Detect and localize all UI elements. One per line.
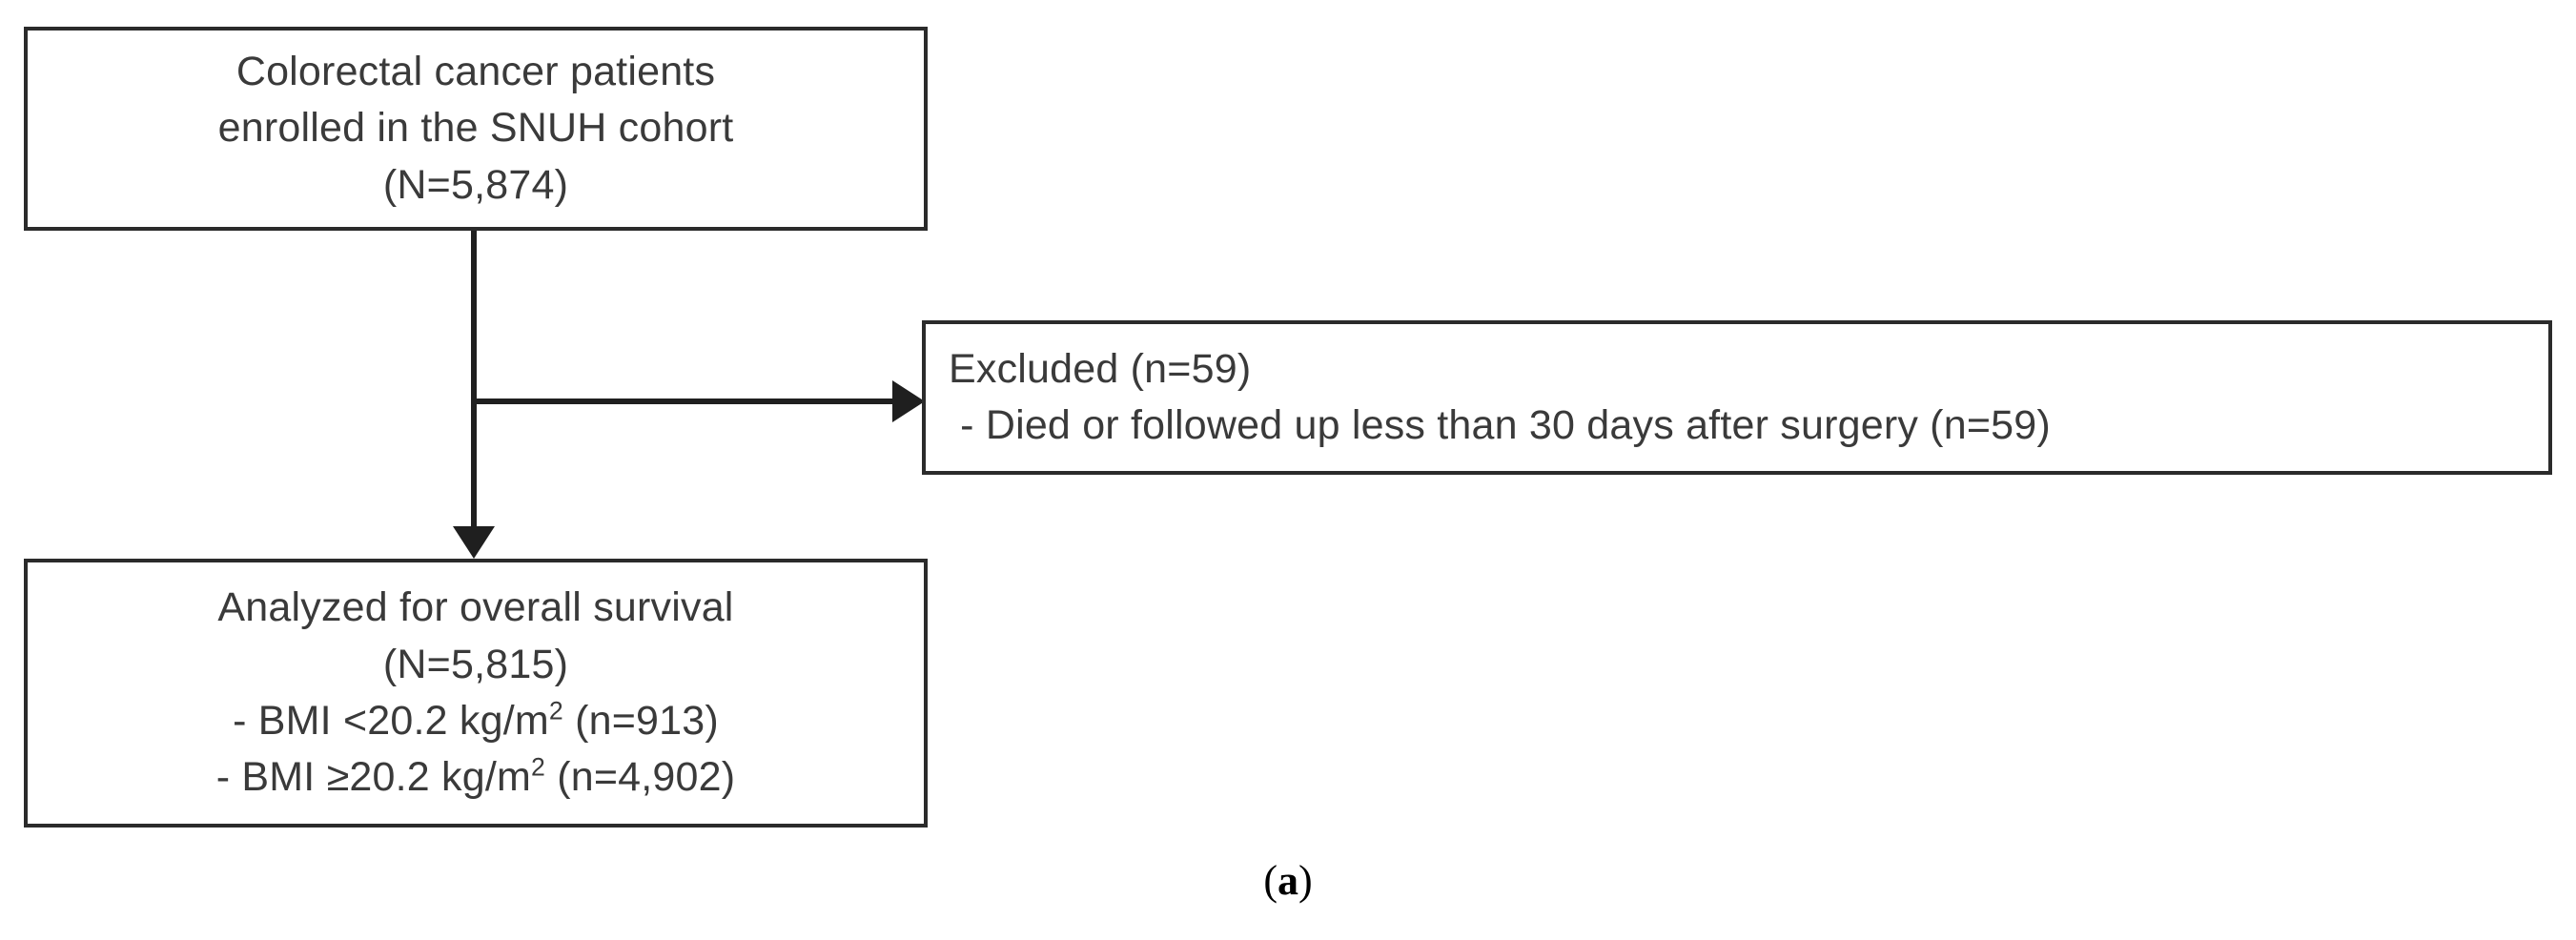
panel-caption-open: ( xyxy=(1263,857,1278,904)
excluded-header: Excluded (n=59) xyxy=(949,345,1252,392)
enrolled-line-1: Colorectal cancer patients xyxy=(235,49,716,94)
arrowhead-down-icon xyxy=(453,526,495,559)
analyzed-total-count: (N=5,815) xyxy=(382,641,569,687)
box-enrolled-cohort: Colorectal cancer patients enrolled in t… xyxy=(24,27,928,231)
stratum-high-bmi-prefix: - BMI ≥20.2 kg/m xyxy=(215,754,532,801)
stratum-high-bmi-suffix: (n=4,902) xyxy=(545,754,736,801)
box-analyzed-overall-survival: Analyzed for overall survival (N=5,815) … xyxy=(24,559,928,828)
connector-horizontal-branch xyxy=(471,398,906,404)
arrowhead-right-icon xyxy=(892,380,925,422)
enrolled-line-2: enrolled in the SNUH cohort xyxy=(217,105,734,152)
stratum-high-bmi-superscript: 2 xyxy=(531,753,546,782)
panel-caption-close: ) xyxy=(1298,857,1313,904)
connector-vertical-trunk xyxy=(471,231,477,540)
box-excluded: Excluded (n=59) - Died or followed up le… xyxy=(922,320,2552,475)
analyzed-title: Analyzed for overall survival xyxy=(217,584,734,631)
analyzed-stratum-high-bmi: - BMI ≥20.2 kg/m2 (n=4,902) xyxy=(216,749,736,806)
excluded-reason: - Died or followed up less than 30 days … xyxy=(949,402,2051,448)
enrolled-total-count: (N=5,874) xyxy=(382,161,569,208)
analyzed-stratum-low-bmi: - BMI <20.2 kg/m2 (n=913) xyxy=(233,693,719,749)
stratum-low-bmi-superscript: 2 xyxy=(548,696,563,725)
panel-caption-letter: a xyxy=(1278,857,1298,904)
panel-caption: (a) xyxy=(0,856,2576,905)
stratum-low-bmi-prefix: - BMI <20.2 kg/m xyxy=(233,698,549,744)
stratum-low-bmi-suffix: (n=913) xyxy=(562,698,719,744)
